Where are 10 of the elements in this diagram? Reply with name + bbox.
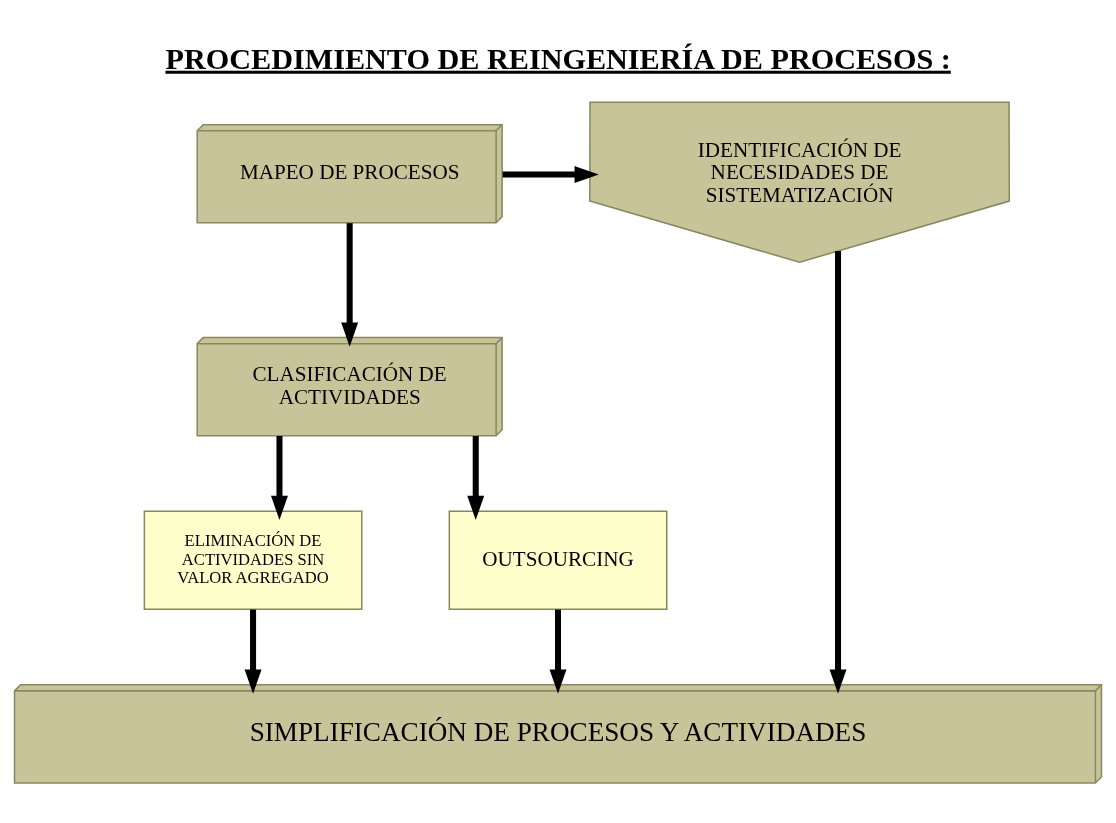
arrow <box>549 609 567 694</box>
arrow <box>341 223 359 347</box>
arrow <box>502 166 599 184</box>
arrow <box>829 251 847 694</box>
arrow <box>271 435 288 520</box>
arrow <box>467 435 485 521</box>
node-box: ELIMINACIÓN DE ACTIVIDADES SIN VALOR AGREGADO <box>143 510 363 611</box>
node-box: OUTSOURCING <box>448 510 668 611</box>
arrow <box>244 609 262 694</box>
diagram-title: PROCEDIMIENTO DE REINGENIERÍA DE PROCESOS : <box>165 41 951 76</box>
